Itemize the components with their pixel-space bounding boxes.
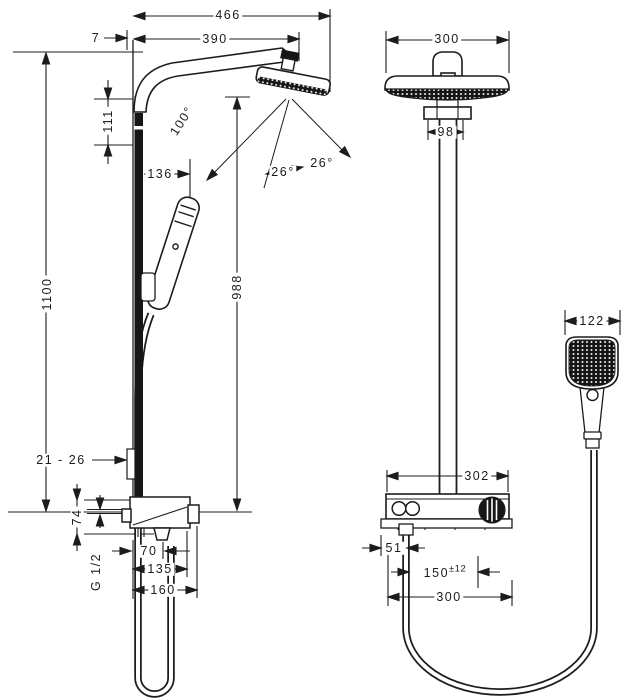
dim-74: 74 xyxy=(69,506,84,528)
dim-70: 70 xyxy=(138,543,160,558)
dim-7: 7 xyxy=(89,30,103,45)
dim-390: 390 xyxy=(200,31,230,46)
hand-shower-front xyxy=(565,336,619,449)
overhead-shower-front xyxy=(384,51,510,120)
twin-pipes xyxy=(438,119,458,494)
wall-bracket xyxy=(126,448,136,480)
select-button xyxy=(586,388,599,402)
side-view-extension-lines xyxy=(8,9,331,599)
dim-150: 150 xyxy=(423,565,450,580)
front-view xyxy=(362,31,621,696)
hand-shower-holder xyxy=(140,272,156,302)
diverter-knob xyxy=(432,51,463,77)
dim-51: 51 xyxy=(383,540,405,555)
dim-150-tolerance: 150±12 xyxy=(421,563,469,580)
dim-98: 98 xyxy=(435,124,457,139)
dim-160: 160 xyxy=(148,582,178,597)
hose-outlet xyxy=(398,523,414,536)
select-button-2 xyxy=(404,500,421,517)
hand-shower-face xyxy=(568,339,616,387)
dim-135: 135 xyxy=(145,561,175,576)
dim-300-top: 300 xyxy=(432,31,462,46)
dim-122: 122 xyxy=(577,313,607,328)
angle-26-right: 26° xyxy=(308,155,336,170)
temperature-knob xyxy=(478,496,506,524)
shelf xyxy=(380,518,513,529)
shower-hose-front xyxy=(402,450,598,696)
dim-300-bottom: 300 xyxy=(434,589,464,604)
thermostat-front xyxy=(380,493,513,536)
dim-302: 302 xyxy=(462,468,492,483)
spray-face xyxy=(385,88,509,101)
tolerance-12: ±12 xyxy=(449,563,467,575)
dim-988: 988 xyxy=(229,272,244,302)
dim-111: 111 xyxy=(100,107,115,135)
arm-bracket xyxy=(423,106,472,120)
thermostat-side xyxy=(121,496,200,541)
spray-cone xyxy=(203,98,354,189)
angle-26-left: 26° xyxy=(269,164,297,179)
dim-21-26: 21 - 26 xyxy=(34,452,88,467)
dim-466: 466 xyxy=(213,7,243,22)
dim-1100: 1100 xyxy=(39,275,54,313)
hand-shower-side xyxy=(140,196,200,310)
overhead-shower-side xyxy=(255,49,331,96)
dim-136: 136 xyxy=(145,166,175,181)
thread-size-label: G 1/2 xyxy=(88,550,103,594)
select-button-1 xyxy=(391,500,407,517)
side-view xyxy=(8,9,354,698)
